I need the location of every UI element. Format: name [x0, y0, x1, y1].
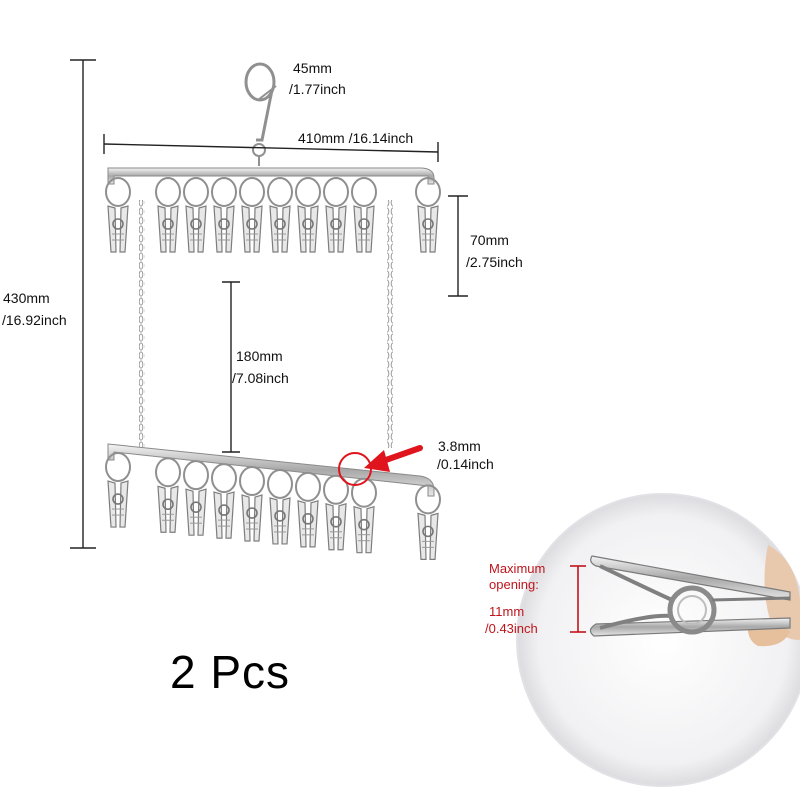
bottom-rack-clip [267, 468, 293, 545]
top-rack-clip [323, 177, 349, 253]
width-dimension [103, 134, 439, 162]
bottom-rack-clip [323, 474, 349, 551]
clip-length-inch: /2.75inch [466, 254, 523, 270]
top-rack-clip [105, 177, 131, 253]
top-rack-clip [351, 177, 377, 253]
height-mm: 430mm [3, 290, 50, 306]
top-rack-clip [155, 177, 181, 253]
clip-detail-view [516, 493, 800, 787]
hook-size-inch: /1.77inch [289, 81, 346, 97]
bottom-rack [105, 443, 441, 561]
opening-mm: 11mm [489, 604, 525, 619]
height-dimension [70, 59, 96, 549]
top-rack-clip [415, 177, 441, 253]
top-rack-clip [239, 177, 265, 253]
left-chain [139, 200, 145, 448]
clip-length-mm: 70mm [470, 232, 509, 248]
quantity-caption: 2 Pcs [170, 646, 291, 698]
rod-diameter-mm: 3.8mm [438, 438, 481, 454]
top-rack [105, 167, 441, 253]
rod-diameter-inch: /0.14inch [437, 456, 494, 472]
bottom-rack-clip [351, 477, 377, 554]
top-rack-clip [183, 177, 209, 253]
top-rack-clip [267, 177, 293, 253]
bottom-rack-clip [239, 466, 265, 543]
max-opening-label-1: Maximum [489, 561, 546, 576]
height-inch: /16.92inch [2, 312, 67, 328]
opening-dimension [570, 565, 586, 633]
gap-mm: 180mm [236, 348, 283, 364]
bottom-rack-clip [211, 463, 237, 540]
right-chain [387, 200, 393, 448]
max-opening-label-2: opening: [489, 577, 539, 592]
gap-dimension [222, 281, 240, 453]
opening-inch: /0.43inch [485, 621, 538, 636]
gap-inch: /7.08inch [232, 370, 289, 386]
bottom-rack-clip [155, 457, 181, 534]
bottom-rack-clip [105, 452, 131, 529]
top-rack-clip [211, 177, 237, 253]
bottom-rack-clip [295, 471, 321, 548]
hook-size-mm: 45mm [293, 60, 332, 76]
clip-dimension [448, 195, 468, 297]
top-rack-clip [295, 177, 321, 253]
rod-arrow-icon [364, 445, 423, 472]
bottom-rack-clip [183, 460, 209, 537]
hook [244, 62, 277, 166]
width-label: 410mm /16.14inch [298, 130, 414, 146]
